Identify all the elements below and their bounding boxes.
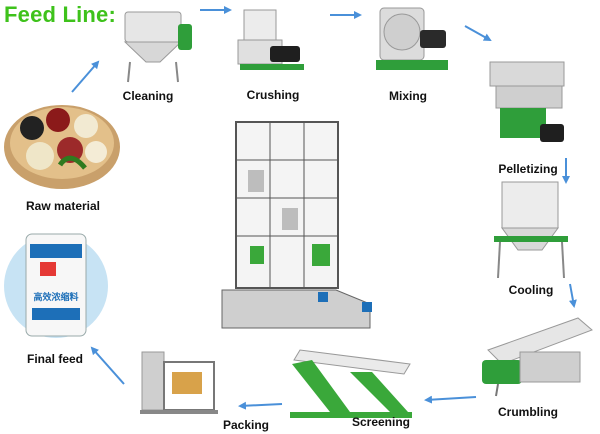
feed-bag-illustration: 高效浓缩料 [4,233,108,338]
screening-machine-illustration [290,349,412,418]
pelletizing-machine-illustration [489,61,565,142]
step-label-packing: Packing [222,418,270,432]
diagram-title: Feed Line: [4,2,117,27]
arrow-screening-to-packing [238,401,283,410]
arrow-mixing-to-pelletizing [464,25,492,41]
cooling-machine-illustration [494,181,568,279]
feed-plant-tower-illustration [221,121,372,329]
cleaning-machine-illustration [123,11,192,83]
step-label-final-feed: Final feed [26,352,84,366]
feed-bag-brand-text: 高效浓缩料 [33,291,78,303]
step-label-mixing: Mixing [389,89,427,103]
arrow-crumbling-to-screening [424,395,477,404]
arrow-raw-to-cleaning [71,60,100,93]
step-label-crushing: Crushing [246,88,300,102]
step-label-cleaning: Cleaning [122,89,174,103]
step-label-crumbling: Crumbling [498,405,558,419]
step-label-screening: Screening [351,415,411,429]
arrow-cooling-to-crumbling [568,283,577,308]
step-label-raw-material: Raw material [25,199,101,213]
step-label-pelletizing: Pelletizing [498,162,558,176]
arrow-packing-to-final-feed [90,346,125,385]
flow-arrows [71,6,577,410]
packing-machine-illustration [140,351,218,414]
crushing-machine-illustration [237,9,304,70]
step-label-cooling: Cooling [508,283,554,297]
raw-material-illustration [4,105,120,189]
mixing-machine-illustration [376,7,448,70]
crumbling-machine-illustration [482,317,593,397]
